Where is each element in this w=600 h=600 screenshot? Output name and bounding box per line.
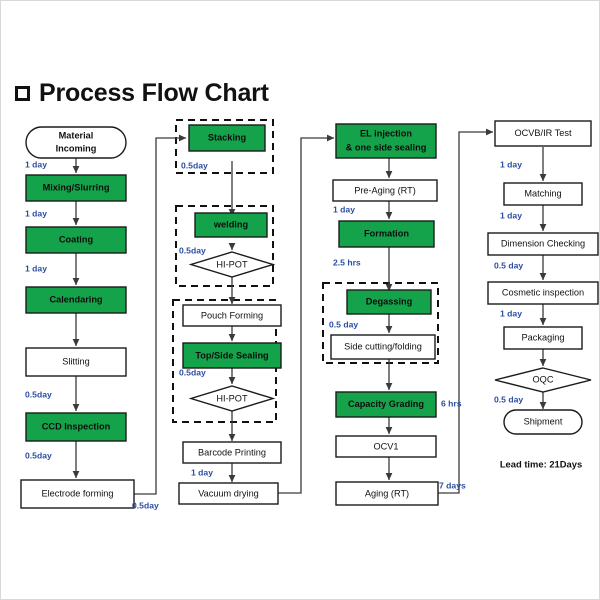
time-label-c2-1: 0.5day bbox=[181, 160, 208, 170]
time-label-c1-4: 0.5day bbox=[25, 389, 52, 399]
node-el-injection-line2: & one side sealing bbox=[346, 142, 427, 152]
time-label-c1-1: 1 day bbox=[25, 159, 47, 169]
connector-aging-to-ocvb-ir-test bbox=[438, 128, 494, 494]
node-stacking-label: Stacking bbox=[208, 132, 246, 142]
time-label-c3-1: 1 day bbox=[333, 204, 355, 214]
time-label-c3-4: 6 hrs bbox=[441, 398, 462, 408]
node-calendaring[interactable]: Calendaring bbox=[25, 286, 127, 314]
node-el-injection[interactable]: EL injection & one side sealing bbox=[335, 123, 437, 159]
time-label-c2-3: 0.5day bbox=[179, 367, 206, 377]
time-label-c1-6: 0.5day bbox=[132, 500, 159, 510]
time-label-c1-5: 0.5day bbox=[25, 450, 52, 460]
node-mixing-slurring[interactable]: Mixing/Slurring bbox=[25, 174, 127, 202]
node-hipot-1-label: HI-POT bbox=[216, 259, 248, 269]
node-hipot-1[interactable]: HI-POT bbox=[188, 251, 276, 278]
node-mixing-slurring-label: Mixing/Slurring bbox=[43, 182, 110, 192]
node-shipment[interactable]: Shipment bbox=[503, 409, 583, 435]
node-pouch-forming[interactable]: Pouch Forming bbox=[182, 304, 282, 327]
dashed-group-pouch-sealing-hipot bbox=[172, 299, 277, 423]
node-material-incoming[interactable]: Material Incoming bbox=[25, 126, 127, 159]
node-ocvb-ir-test-label: OCVB/IR Test bbox=[514, 128, 571, 138]
node-degassing[interactable]: Degassing bbox=[346, 289, 432, 315]
connector-vacuum-drying-to-el-injection bbox=[278, 134, 335, 494]
node-coating[interactable]: Coating bbox=[25, 226, 127, 254]
node-formation[interactable]: Formation bbox=[338, 220, 435, 248]
node-cosmetic-inspection-label: Cosmetic inspection bbox=[502, 287, 584, 297]
node-vacuum-drying-label: Vacuum drying bbox=[198, 488, 259, 498]
node-side-cutting-folding[interactable]: Side cutting/folding bbox=[330, 334, 436, 360]
node-aging-rt[interactable]: Aging (RT) bbox=[335, 481, 439, 506]
node-ocv1-label: OCV1 bbox=[373, 441, 398, 451]
time-label-c2-2: 0.5day bbox=[179, 245, 206, 255]
node-ccd-inspection[interactable]: CCD Inspection bbox=[25, 412, 127, 442]
node-matching[interactable]: Matching bbox=[503, 182, 583, 206]
time-label-c1-3: 1 day bbox=[25, 263, 47, 273]
node-hipot-2-label: HI-POT bbox=[216, 393, 248, 403]
node-top-side-sealing[interactable]: Top/Side Sealing bbox=[182, 342, 282, 369]
connector-electrode-forming-to-stacking bbox=[134, 134, 187, 495]
node-slitting-label: Slitting bbox=[62, 356, 90, 366]
node-packaging-label: Packaging bbox=[522, 332, 565, 342]
node-welding-label: welding bbox=[213, 219, 248, 229]
node-barcode-printing[interactable]: Barcode Printing bbox=[182, 441, 282, 464]
node-dimension-checking[interactable]: Dimension Checking bbox=[487, 232, 599, 256]
time-label-c4-3: 0.5 day bbox=[494, 260, 523, 270]
time-label-c3-5: 7 days bbox=[439, 480, 466, 490]
node-stacking[interactable]: Stacking bbox=[188, 124, 266, 152]
dashed-group-stacking bbox=[175, 119, 274, 174]
node-oqc-label: OQC bbox=[533, 374, 554, 384]
node-pre-aging-label: Pre-Aging (RT) bbox=[354, 185, 416, 195]
page-title: Process Flow Chart bbox=[15, 79, 269, 108]
node-aging-rt-label: Aging (RT) bbox=[365, 488, 409, 498]
node-ocvb-ir-test[interactable]: OCVB/IR Test bbox=[494, 120, 592, 147]
node-calendaring-label: Calendaring bbox=[49, 294, 102, 304]
time-label-c3-2: 2.5 hrs bbox=[333, 257, 361, 267]
node-material-incoming-line2: Incoming bbox=[56, 143, 97, 153]
time-label-c4-2: 1 day bbox=[500, 210, 522, 220]
node-capacity-grading-label: Capacity Grading bbox=[348, 399, 424, 409]
node-pouch-forming-label: Pouch Forming bbox=[201, 310, 263, 320]
time-label-c2-4: 1 day bbox=[191, 467, 213, 477]
time-label-c4-1: 1 day bbox=[500, 159, 522, 169]
node-capacity-grading[interactable]: Capacity Grading bbox=[335, 391, 437, 418]
node-matching-label: Matching bbox=[524, 188, 561, 198]
node-shipment-label: Shipment bbox=[524, 416, 563, 426]
node-hipot-2[interactable]: HI-POT bbox=[188, 385, 276, 412]
node-oqc[interactable]: OQC bbox=[494, 367, 592, 393]
node-electrode-forming-label: Electrode forming bbox=[41, 488, 113, 498]
node-material-incoming-line1: Material bbox=[59, 130, 94, 140]
time-label-c3-3: 0.5 day bbox=[329, 319, 358, 329]
node-electrode-forming[interactable]: Electrode forming bbox=[20, 479, 135, 509]
node-cosmetic-inspection[interactable]: Cosmetic inspection bbox=[487, 281, 599, 305]
node-pre-aging[interactable]: Pre-Aging (RT) bbox=[332, 179, 438, 202]
node-coating-label: Coating bbox=[59, 234, 93, 244]
time-label-c1-2: 1 day bbox=[25, 208, 47, 218]
dashed-group-welding-hipot bbox=[175, 205, 274, 287]
lead-time-label: Lead time: 21Days bbox=[500, 458, 582, 469]
node-welding[interactable]: welding bbox=[194, 212, 268, 238]
node-ccd-inspection-label: CCD Inspection bbox=[42, 421, 111, 431]
dashed-group-degassing-sidecutting bbox=[322, 282, 439, 364]
time-label-c4-4: 1 day bbox=[500, 308, 522, 318]
node-packaging[interactable]: Packaging bbox=[503, 326, 583, 350]
square-bullet-icon bbox=[15, 86, 30, 101]
node-barcode-printing-label: Barcode Printing bbox=[198, 447, 266, 457]
node-ocv1[interactable]: OCV1 bbox=[335, 435, 437, 458]
node-degassing-label: Degassing bbox=[366, 296, 412, 306]
node-vacuum-drying[interactable]: Vacuum drying bbox=[178, 482, 279, 505]
node-slitting[interactable]: Slitting bbox=[25, 347, 127, 377]
node-top-side-sealing-label: Top/Side Sealing bbox=[195, 350, 268, 360]
node-el-injection-line1: EL injection bbox=[360, 128, 412, 138]
node-dimension-checking-label: Dimension Checking bbox=[501, 238, 585, 248]
node-formation-label: Formation bbox=[364, 228, 409, 238]
page-title-text: Process Flow Chart bbox=[39, 79, 269, 107]
node-side-cutting-folding-label: Side cutting/folding bbox=[344, 341, 422, 351]
time-label-c4-5: 0.5 day bbox=[494, 394, 523, 404]
